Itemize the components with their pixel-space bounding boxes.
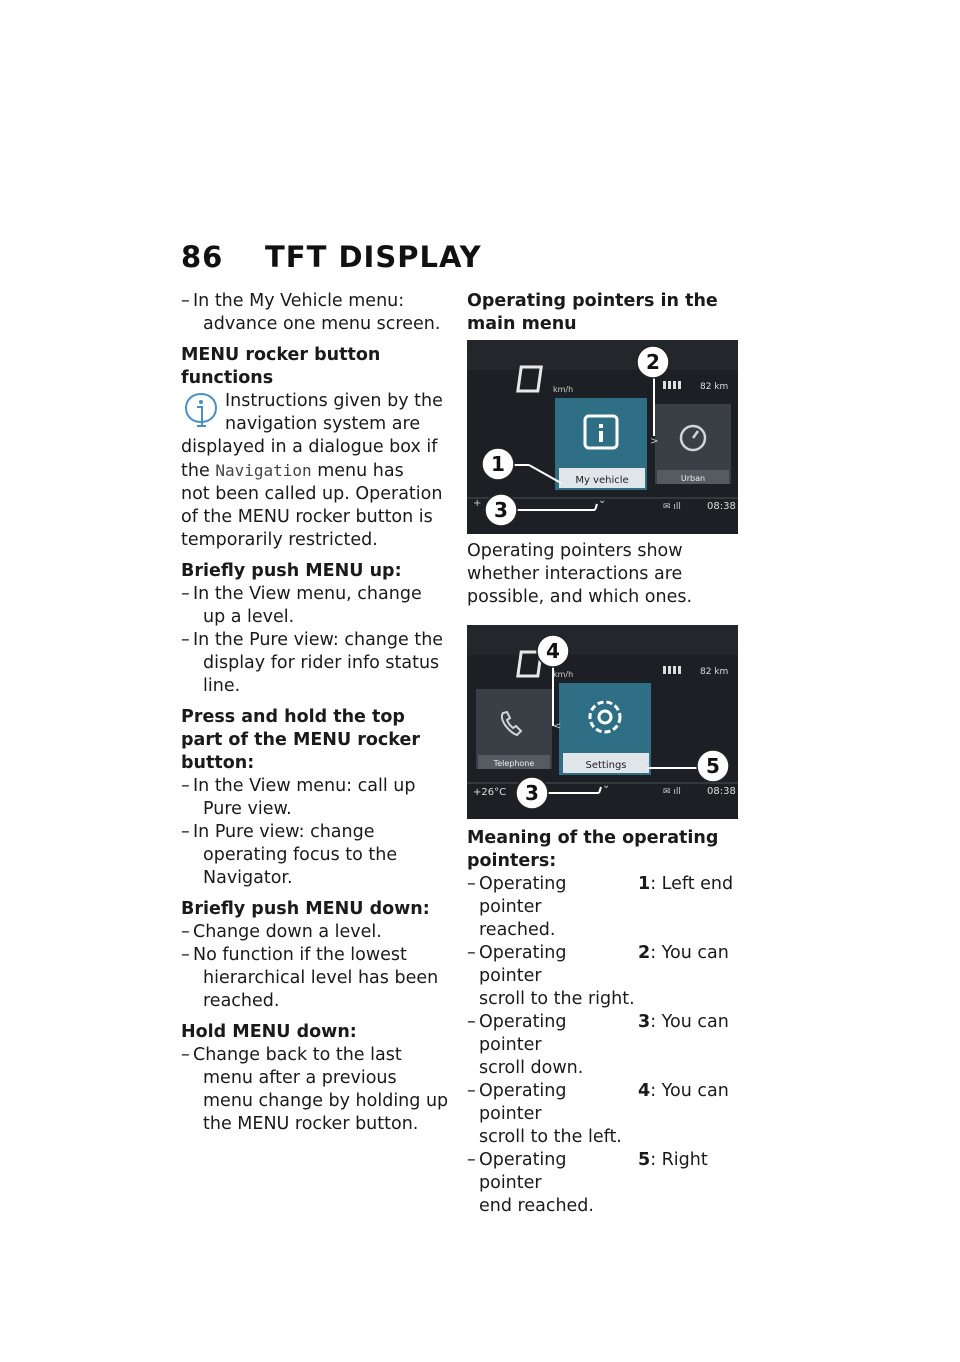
- section-heading-push-down: Briefly push MENU down:: [181, 899, 430, 919]
- list-item: Change down a level.: [181, 921, 449, 944]
- plus-icon: +: [473, 498, 481, 509]
- note-text: temporarily restricted.: [181, 530, 378, 550]
- list-item: In the View menu: call up Pure view.: [181, 775, 449, 821]
- speed-digit-placeholder: [516, 650, 543, 678]
- list-item: No function if the lowest hierarchical l…: [181, 944, 449, 1013]
- gauge-icon: [679, 424, 707, 452]
- callout-3: [484, 493, 518, 527]
- chevron-left-icon: <: [553, 721, 561, 732]
- section-heading-hold-down: Hold MENU down:: [181, 1022, 357, 1042]
- right-column: Operating pointers in the main menu km/h…: [467, 290, 739, 1218]
- svg-text:3: 3: [494, 498, 508, 522]
- range-readout: 82 km: [700, 382, 728, 392]
- tft-screen-main-menu-graphic: km/h 82 km My vehicle Urban > ⌄ + ✉ ıll …: [467, 340, 738, 534]
- speed-digit-placeholder: [516, 365, 543, 393]
- page-number: 86: [181, 240, 224, 274]
- battery-icon: [663, 666, 681, 674]
- callout-1: [481, 447, 515, 481]
- info-icon: [184, 392, 218, 427]
- list-item: Change back to the last menu after a pre…: [181, 1044, 449, 1136]
- tft-screen-main-menu: km/h 82 km My vehicle Urban > ⌄ + ✉ ıll …: [467, 340, 738, 534]
- note-text: not been called up. Operation: [181, 484, 443, 504]
- note-text: the: [181, 461, 210, 481]
- callout-5: [696, 749, 730, 783]
- list-item: In the My Vehicle menu: advance one menu…: [181, 290, 449, 336]
- tile-label-settings: Settings: [585, 760, 626, 771]
- section-heading-push-up: Briefly push MENU up:: [181, 561, 402, 581]
- info-tile-icon: [583, 414, 619, 450]
- note-text: displayed in a dialogue box if: [181, 437, 438, 457]
- svg-text:1: 1: [491, 452, 505, 476]
- range-readout: 82 km: [700, 667, 728, 677]
- note-text: menu has: [317, 461, 404, 481]
- battery-icon: [663, 381, 681, 389]
- info-note: Instructions given by the navigation sys…: [181, 390, 449, 552]
- list-item: In the Pure view: change the display for…: [181, 629, 449, 698]
- phone-icon: [500, 710, 523, 737]
- tft-screen-settings: km/h 82 km Telephone Settings < ⌄ +26°C …: [467, 625, 738, 819]
- speed-unit: km/h: [553, 670, 573, 679]
- svg-text:5: 5: [706, 754, 720, 778]
- section-heading-hold-top: Press and hold the top part of the MENU …: [181, 707, 420, 773]
- page-header: 86 TFT DISPLAY: [181, 240, 482, 274]
- tft-screen-settings-graphic: km/h 82 km Telephone Settings < ⌄ +26°C …: [467, 625, 738, 819]
- svg-text:4: 4: [546, 639, 560, 663]
- chevron-right-icon: >: [650, 436, 658, 447]
- left-column: In the My Vehicle menu: advance one menu…: [181, 290, 449, 1136]
- section-heading-pointers: Operating pointers in the main menu: [467, 291, 718, 334]
- gear-icon: [588, 700, 622, 734]
- svg-text:3: 3: [525, 781, 539, 805]
- chevron-down-icon: ⌄: [602, 780, 610, 791]
- tile-label-urban: Urban: [681, 474, 705, 483]
- callout-2: [636, 345, 670, 379]
- note-text: of the MENU rocker button is: [181, 507, 433, 527]
- status-icons: ✉ ıll: [663, 787, 681, 797]
- list-item: In Pure view: change operating focus to …: [181, 821, 449, 890]
- tile-label-telephone: Telephone: [493, 759, 535, 768]
- temperature-readout: +26°C: [473, 787, 506, 798]
- page-title: TFT DISPLAY: [265, 240, 482, 274]
- list-item: In the View menu, change up a level.: [181, 583, 449, 629]
- callout-4: [536, 634, 570, 668]
- svg-text:2: 2: [646, 350, 660, 374]
- navigation-menu-name: Navigation: [215, 461, 312, 480]
- note-text: navigation system are: [225, 414, 421, 434]
- status-icons: ✉ ıll: [663, 502, 681, 512]
- section-heading-meaning: Meaning of the operating pointers:: [467, 828, 719, 871]
- note-text: Instructions given by the: [225, 391, 443, 411]
- clock: 08:38: [707, 786, 736, 797]
- section-heading-rocker: MENU rocker button functions: [181, 345, 381, 388]
- clock: 08:38: [707, 501, 736, 512]
- tile-label-my-vehicle: My vehicle: [575, 475, 628, 486]
- speed-unit: km/h: [553, 385, 573, 394]
- chevron-down-icon: ⌄: [598, 495, 606, 506]
- screen-caption: Operating pointers show whether interact…: [467, 541, 693, 607]
- callout-3: [515, 776, 549, 810]
